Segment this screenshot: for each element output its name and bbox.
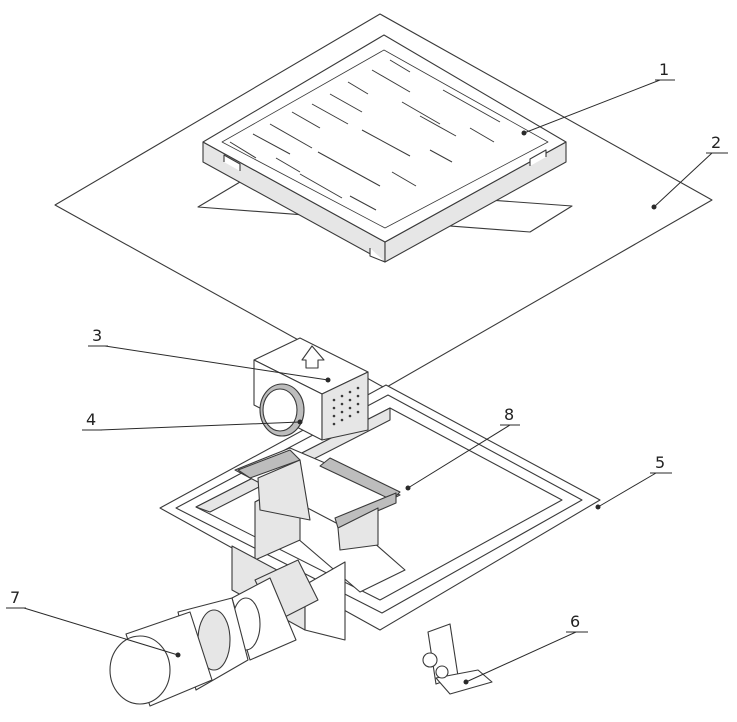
callout-5: 5 — [595, 453, 672, 510]
callout-1: 1 — [521, 60, 675, 136]
callout-label-3: 3 — [92, 326, 102, 345]
callout-4: 4 — [82, 410, 303, 431]
callout-7: 7 — [6, 588, 181, 658]
callout-label-8: 8 — [504, 405, 514, 424]
callout-label-4: 4 — [86, 410, 96, 429]
clamp-bracket — [422, 623, 493, 695]
callout-3: 3 — [88, 326, 331, 383]
grate-slots — [229, 59, 501, 211]
callout-label-6: 6 — [570, 612, 580, 631]
hair-strainer — [234, 447, 401, 551]
outlet-pipe — [109, 559, 319, 707]
callout-6: 6 — [463, 612, 588, 685]
callout-label-2: 2 — [711, 133, 721, 152]
callout-2: 2 — [651, 133, 728, 210]
seal-ring — [259, 383, 305, 437]
callout-label-5: 5 — [655, 453, 665, 472]
grate — [202, 34, 567, 263]
callout-label-7: 7 — [10, 588, 20, 607]
callout-8: 8 — [405, 405, 520, 491]
callout-label-1: 1 — [659, 60, 669, 79]
trap-holes — [332, 386, 360, 426]
